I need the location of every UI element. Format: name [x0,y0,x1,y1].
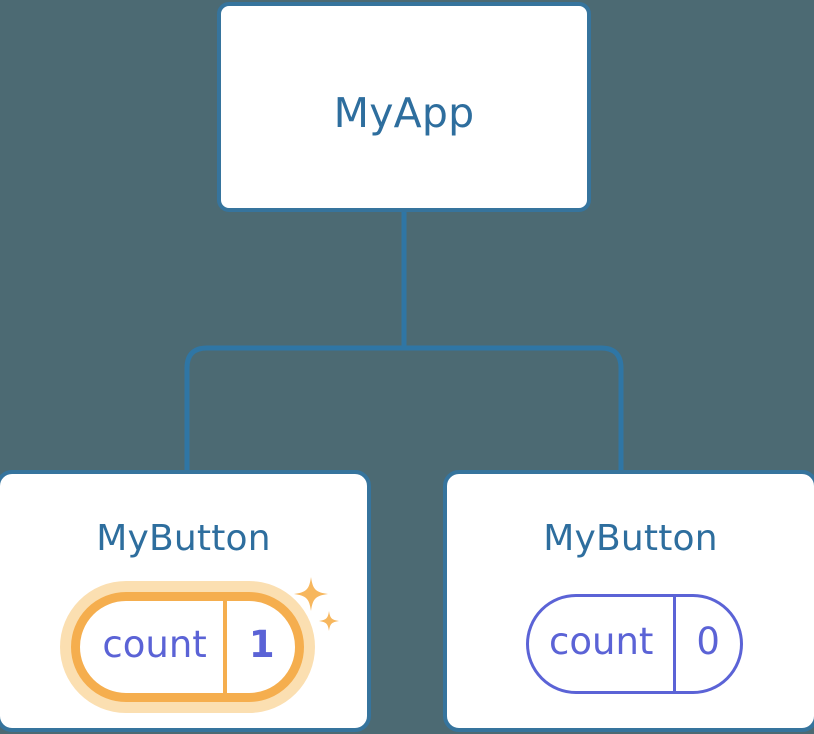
state-pill-right[interactable]: count 0 [526,594,743,694]
state-value-right: 0 [673,597,740,691]
state-value-left: 1 [222,601,295,693]
state-key-left: count [102,622,207,666]
node-title-mybutton-right: MyButton [543,518,718,559]
node-card-mybutton-left[interactable]: MyButton count 1 [0,470,371,732]
node-title-mybutton-left: MyButton [96,518,271,559]
node-card-mybutton-right[interactable]: MyButton count 0 [443,470,814,732]
connector-bus [184,345,624,470]
state-pill-left[interactable]: count 1 [71,577,339,702]
node-title-myapp: MyApp [333,89,475,137]
state-key-right: count [549,619,654,663]
state-pill-wrap-left: count 1 [0,577,375,712]
state-pill-wrap-right: count 0 [447,584,814,704]
node-card-myapp[interactable]: MyApp [217,2,591,212]
